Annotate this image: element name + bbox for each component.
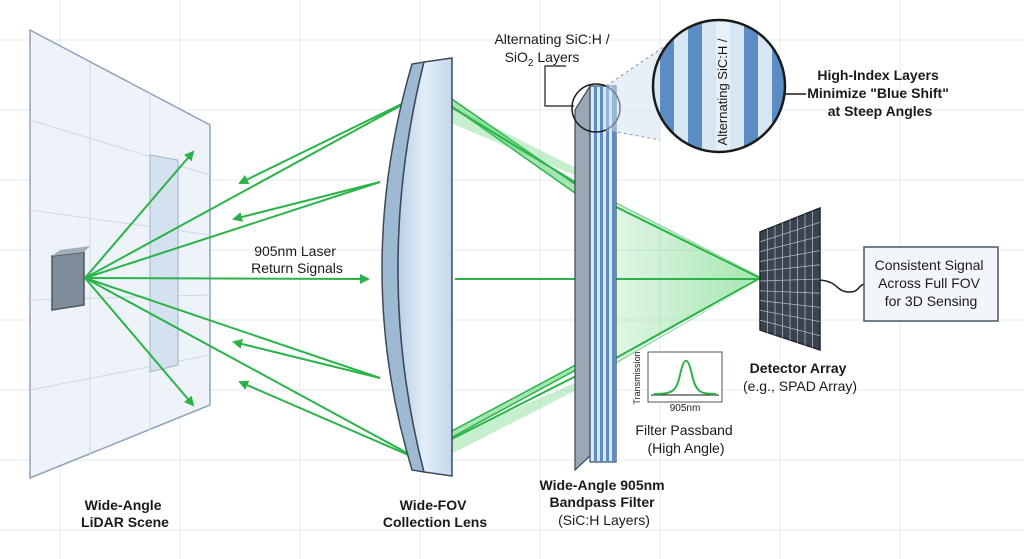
passband-y-label: Transmission xyxy=(632,351,642,404)
lidar-scene-panel xyxy=(29,28,211,480)
passband-x-label: 905nm xyxy=(670,403,701,414)
detector-label: Detector Array (e.g., SPAD Array) xyxy=(743,360,857,394)
emitted-rays xyxy=(84,94,421,461)
signal-label: 905nm Laser Return Signals xyxy=(251,243,343,276)
target-object xyxy=(51,251,85,311)
lens-label: Wide-FOV Collection Lens xyxy=(383,497,487,530)
zoom-callout: Alternating SiC:H / xyxy=(605,18,806,154)
detector-array xyxy=(759,206,867,352)
bandpass-filter xyxy=(571,83,621,472)
output-text: Consistent Signal Across Full FOV for 3D… xyxy=(875,257,988,309)
collection-lens xyxy=(381,57,453,477)
zoom-layer-text: Alternating SiC:H / xyxy=(715,38,730,145)
passband-caption: Filter Passband (High Angle) xyxy=(635,422,736,456)
passband-inset xyxy=(647,351,723,403)
focus-cone xyxy=(597,195,770,372)
high-index-label: High-Index Layers Minimize "Blue Shift" … xyxy=(807,67,953,119)
layers-connector xyxy=(544,65,574,107)
return-arrows xyxy=(232,94,421,461)
layers-label: Alternating SiC:H / SiO2 Layers xyxy=(494,31,613,69)
scene-label: Wide-Angle LiDAR Scene xyxy=(81,497,169,530)
filter-label: Wide-Angle 905nm Bandpass Filter (SiC:H … xyxy=(539,477,668,528)
output-box xyxy=(863,246,999,322)
